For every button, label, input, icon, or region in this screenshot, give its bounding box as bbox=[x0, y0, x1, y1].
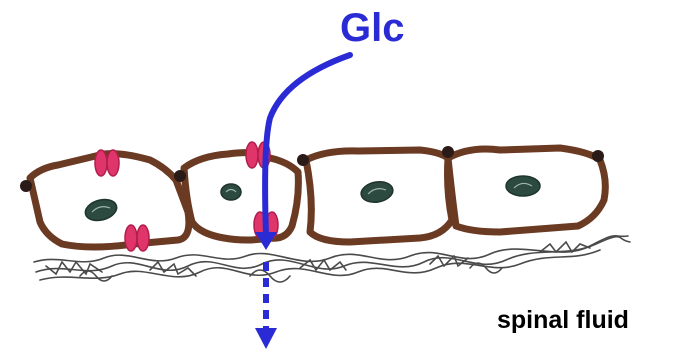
nucleus-icon bbox=[506, 176, 540, 196]
junction-icon bbox=[20, 180, 32, 192]
junction-icon bbox=[297, 154, 309, 166]
cell-2 bbox=[184, 153, 298, 240]
nucleus-icon bbox=[221, 184, 241, 200]
junction-icon bbox=[174, 170, 186, 182]
glucose-label: Glc bbox=[340, 6, 404, 51]
spinal-fluid-label: spinal fluid bbox=[497, 306, 629, 335]
junction-icon bbox=[442, 146, 454, 158]
junction-icon bbox=[592, 150, 604, 162]
